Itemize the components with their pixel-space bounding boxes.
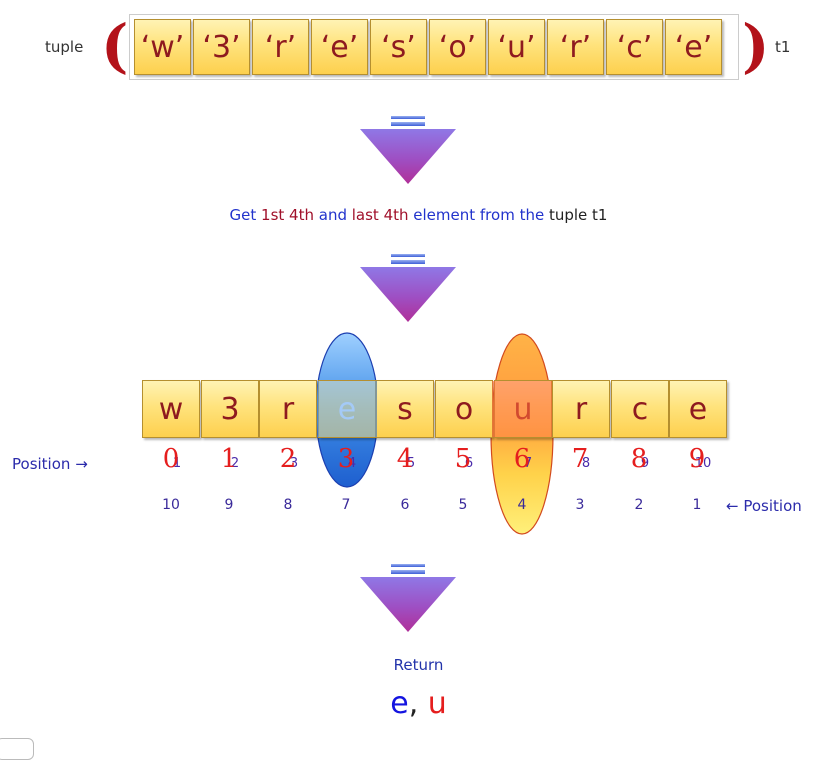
tuple-cell-text: ‘w’ [140,29,185,65]
position-label-text: Position [743,497,802,515]
forward-position: 2 [230,456,240,471]
forward-position: 10 [694,456,712,471]
element-cell: c [611,380,669,438]
reverse-position: 10 [162,497,180,513]
corner-fragment [0,738,34,760]
element-cell: r [552,380,610,438]
return-label: Return [393,656,444,674]
zero-based-index: 0 [162,444,180,474]
return-separator: , [408,686,428,721]
instruction-part: tuple t1 [548,206,608,224]
reverse-position: 8 [283,497,293,513]
reverse-position: 4 [517,497,527,513]
zero-based-index: 1 [220,444,238,474]
down-arrow-icon [360,564,456,632]
element-cell-text: c [631,391,649,427]
return-second: u [427,686,447,721]
close-paren: ) [742,12,770,80]
reverse-position: 1 [692,497,702,513]
forward-position: 5 [406,456,416,471]
position-label-left: Position → [12,455,88,473]
element-cell-text: s [397,391,413,427]
instruction-part: last 4th [351,206,409,224]
tuple-cell-text: ‘e’ [674,29,713,65]
tuple-cell-text: ‘r’ [264,29,297,65]
element-cell-text: 3 [220,391,240,427]
element-cell-text: e [337,391,357,427]
forward-position: 3 [289,456,299,471]
element-cell-text: r [281,391,295,427]
tuple-cell: ‘e’ [665,19,722,75]
element-cell-text: w [158,391,184,427]
tuple-cell: ‘r’ [547,19,604,75]
element-cell: o [435,380,493,438]
element-cell: r [259,380,317,438]
zero-based-index: 6 [513,444,531,474]
tuple-frame [129,14,739,80]
tuple-cell-text: ‘s’ [381,29,416,65]
tuple-label: tuple [45,38,84,56]
element-cell: e [318,380,376,438]
zero-based-index: 4 [396,444,414,474]
tuple-cell: ‘r’ [252,19,309,75]
position-label-text: Position [12,455,71,473]
element-cell: e [669,380,727,438]
zero-based-index: 8 [630,444,648,474]
instruction-part: Get [229,206,262,224]
tuple-cell-text: ‘3’ [202,29,241,65]
forward-position: 1 [172,456,182,471]
element-cell: 3 [201,380,259,438]
tuple-cell-text: ‘r’ [559,29,592,65]
return-first: e [390,686,409,721]
tuple-cell: ‘3’ [193,19,250,75]
element-cell-text: r [574,391,588,427]
open-paren: ( [101,12,129,80]
zero-based-index: 9 [688,444,706,474]
tuple-cell-text: ‘e’ [320,29,359,65]
tuple-cell: ‘s’ [370,19,427,75]
return-values: e, u [0,686,837,721]
tuple-cell: ‘o’ [429,19,486,75]
zero-based-index: 5 [454,444,472,474]
zero-based-index: 7 [571,444,589,474]
element-cell-text: o [454,391,474,427]
tuple-cell: ‘e’ [311,19,368,75]
forward-position: 9 [640,456,650,471]
down-arrow-icon [360,254,456,322]
tuple-cell: ‘u’ [488,19,545,75]
instruction-text: Get 1st 4th and last 4th element from th… [0,206,837,224]
tuple-cell-text: ‘c’ [616,29,653,65]
forward-position: 7 [523,456,533,471]
tuple-cell-text: ‘o’ [438,29,477,65]
position-label-right: ← Position [726,497,802,515]
zero-based-index: 2 [279,444,297,474]
reverse-position: 7 [341,497,351,513]
element-cell: w [142,380,200,438]
reverse-position: 2 [634,497,644,513]
tuple-cell: ‘w’ [134,19,191,75]
tuple-cell-text: ‘u’ [497,29,536,65]
element-cell-text: u [513,391,533,427]
element-cell-text: e [688,391,708,427]
reverse-position: 9 [224,497,234,513]
forward-position: 8 [581,456,591,471]
down-arrow-icon [360,116,456,184]
forward-position: 6 [464,456,474,471]
arrow-left-icon: ← [726,497,739,515]
element-cell: u [494,380,552,438]
reverse-position: 3 [575,497,585,513]
instruction-part: 1st 4th [261,206,314,224]
reverse-position: 5 [458,497,468,513]
instruction-part: and [313,206,352,224]
element-cell: s [376,380,434,438]
zero-based-index: 3 [337,444,355,474]
arrow-right-icon: → [75,455,88,473]
forward-position: 4 [347,456,357,471]
tuple-cell: ‘c’ [606,19,663,75]
reverse-position: 6 [400,497,410,513]
tuple-name: t1 [775,38,791,56]
instruction-part: element from the [408,206,549,224]
